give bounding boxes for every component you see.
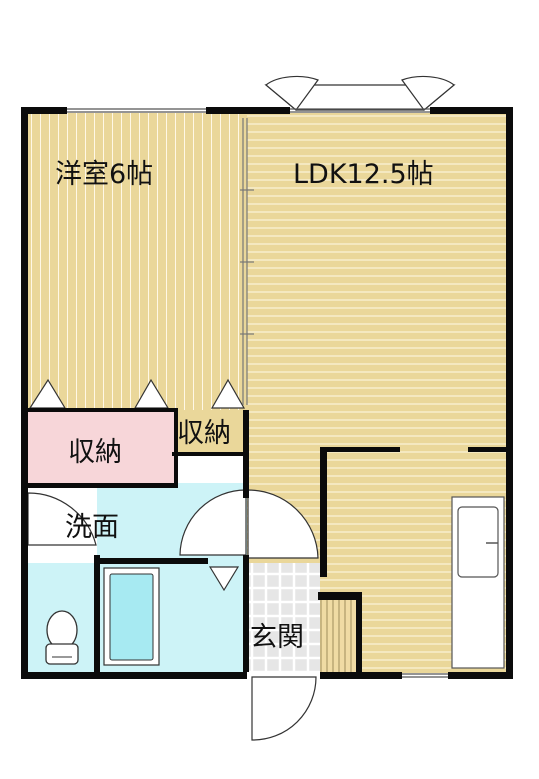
western-room-floor bbox=[27, 113, 247, 410]
toilet-icon bbox=[45, 610, 79, 665]
entrance-label: 玄関 bbox=[250, 622, 304, 653]
ldk-label: LDK12.5帖 bbox=[293, 159, 434, 190]
window-glass-lines bbox=[67, 108, 448, 678]
entrance-step bbox=[320, 600, 360, 673]
closet-main-label: 収納 bbox=[68, 437, 122, 468]
closet-main-floor bbox=[27, 410, 174, 483]
closet-small-floor bbox=[174, 410, 247, 455]
closet-small-label: 収納 bbox=[177, 418, 231, 449]
kitchen-sink-icon bbox=[457, 506, 499, 578]
western-room-label: 洋室6帖 bbox=[55, 159, 153, 190]
entrance-floor bbox=[247, 563, 320, 673]
bathtub-icon bbox=[103, 567, 160, 666]
window-icon bbox=[264, 75, 456, 111]
walls bbox=[21, 107, 513, 679]
washroom-label: 洗面 bbox=[65, 512, 119, 543]
sliding-partition bbox=[240, 118, 254, 405]
door-swing-icon bbox=[27, 489, 319, 741]
